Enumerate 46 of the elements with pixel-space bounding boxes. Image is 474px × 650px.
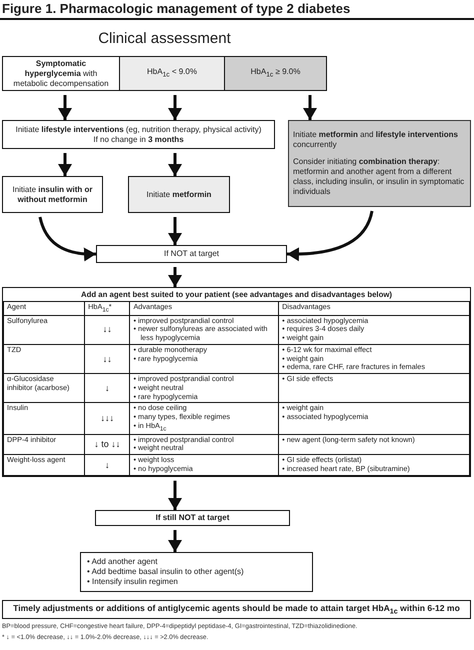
box-text: Initiate lifestyle interventions (eg, nutrition therapy, physical activity) [16, 124, 262, 134]
process-box [288, 120, 471, 207]
list-item: • Intensify insulin regimen [87, 577, 179, 587]
process-box [2, 120, 275, 149]
box-text: Initiate metformin [146, 190, 212, 200]
list-item: • Add another agent [87, 557, 158, 567]
process-box [2, 176, 103, 213]
list-item: • Add bedtime basal insulin to other agent(s) [87, 567, 244, 577]
decrease-arrows: ↓ to ↓↓ [94, 439, 120, 450]
section-heading: Clinical assessment [97, 30, 232, 47]
arrow [58, 95, 72, 120]
box-text: If still NOT at target [156, 513, 230, 523]
box-text: Initiate insulin with or without metformin [11, 184, 94, 204]
process-box [225, 56, 327, 91]
decrease-arrows: ↓↓ [102, 354, 112, 364]
box-text: Initiate metformin and lifestyle interventions concurrently [293, 130, 459, 150]
process-box [96, 245, 287, 263]
process-box [2, 600, 471, 619]
box-text: Symptomatic hyperglycemia with metabolic decompensation [12, 58, 110, 88]
decrease-arrows: ↓ [105, 460, 110, 470]
box-text: HbA$_{1c}$ ≥ 9.0% [250, 67, 300, 80]
decrease-arrows: ↓↓ [102, 324, 112, 334]
process-box [120, 56, 225, 91]
box-text: If no change in 3 months [93, 134, 184, 144]
arrow [168, 95, 182, 120]
arrow [58, 153, 72, 176]
process-box [80, 552, 313, 592]
box-text: Timely adjustments or additions of antiglycemic agents should be made to attain target HbA$_{1c}$ within 6-12 mo [13, 602, 460, 616]
arrow [168, 153, 182, 176]
table-panel [2, 287, 471, 477]
box-text: If NOT at target [164, 249, 219, 259]
arrow [168, 217, 182, 245]
process-box [2, 56, 120, 91]
box-text: Consider initiating combination therapy: metformin and another agent from a different class, including insulin, or insulin in symptomatic individuals [293, 157, 466, 197]
arrow [287, 210, 374, 261]
decrease-arrows: ↓ [105, 382, 110, 393]
process-box [95, 510, 290, 526]
process-box [128, 176, 230, 213]
arrow [38, 216, 96, 262]
arrow [303, 95, 317, 120]
box-text: HbA$_{1c}$ < 9.0% [147, 67, 197, 80]
decrease-arrows: ↓↓↓ [100, 413, 114, 424]
arrow [168, 480, 182, 510]
arrow [168, 267, 182, 287]
figure-title: Figure 1. Pharmacologic management of type 2 diabetes [2, 1, 350, 16]
arrow [168, 530, 182, 552]
